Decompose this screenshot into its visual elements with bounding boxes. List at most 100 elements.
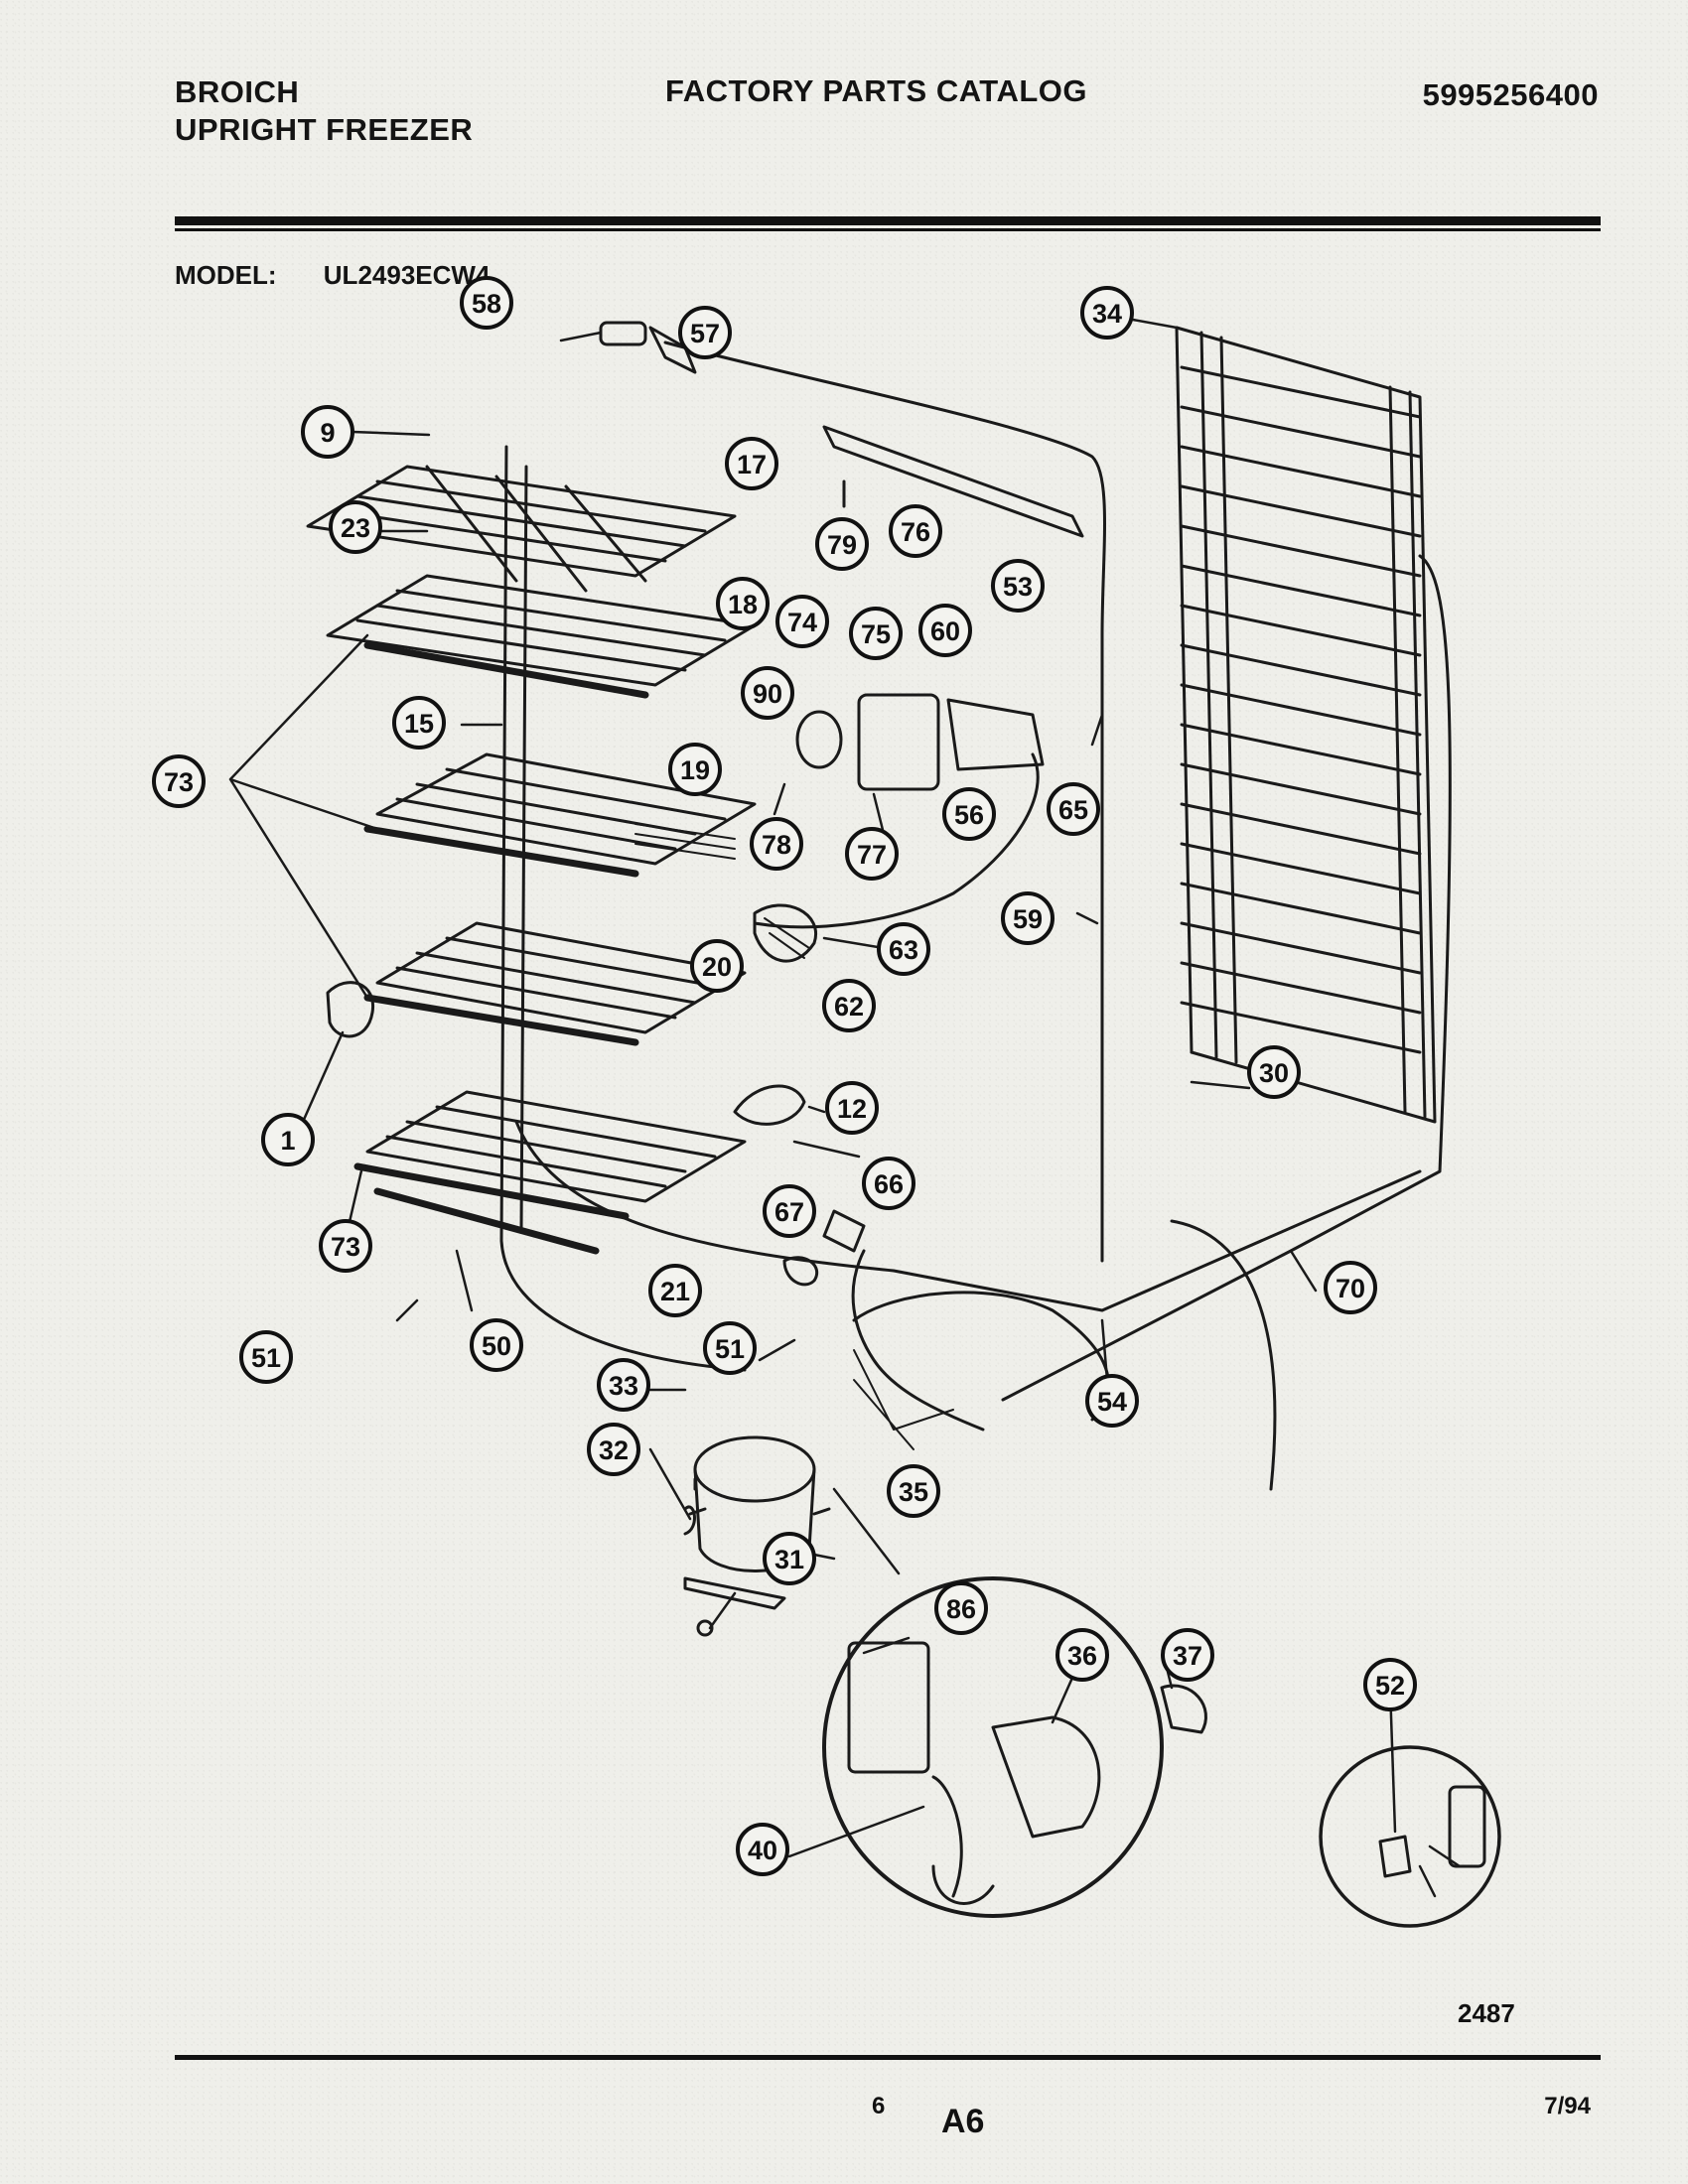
bracket-66 [822,1209,866,1253]
heater-62 [753,903,818,963]
figure-number: 2487 [1458,1998,1515,2028]
catalog-number: 5995256400 [1422,77,1599,112]
callout-67: 67 [763,1184,816,1238]
callout-circle [261,1113,315,1166]
callout-circle [1324,1261,1377,1314]
callout-51: 51 [239,1330,293,1384]
callout-9: 9 [301,405,354,459]
callout-number: 30 [1259,1058,1289,1088]
callout-65: 65 [1047,782,1100,836]
callout-circle [736,1823,789,1876]
tube-15 [499,445,747,1372]
callout-76: 76 [889,504,942,558]
callout-number: 1 [280,1126,295,1156]
callout-circle [703,1321,757,1375]
brand-name: BROICH [175,74,300,109]
callout-circle [1080,286,1134,340]
callout-number: 9 [320,418,335,448]
callout-number: 17 [737,450,767,479]
callout-57: 57 [678,306,732,359]
callout-circle [877,922,930,976]
callout-18: 18 [716,577,770,630]
callout-63: 63 [877,922,930,976]
callout-50: 50 [470,1318,523,1372]
callout-circle [597,1358,650,1412]
relay-36 [991,1715,1101,1839]
callout-32: 32 [587,1423,640,1476]
callout-1: 1 [261,1113,315,1166]
callout-58: 58 [460,276,513,330]
callout-number: 18 [728,590,758,619]
callout-number: 75 [861,619,891,649]
callout-20: 20 [690,939,744,993]
callout-number: 21 [660,1277,690,1306]
fan-motor-75 [857,693,940,791]
tube-15b [519,465,528,1233]
callout-73: 73 [152,754,206,808]
callout-86: 86 [934,1581,988,1635]
callout-number: 73 [331,1232,360,1262]
catalog-title: FACTORY PARTS CATALOG [665,73,1087,108]
callout-36: 36 [1055,1628,1109,1682]
shelf-coil-20 [363,921,747,1046]
callout-21: 21 [648,1264,702,1317]
callout-number: 32 [599,1435,629,1465]
product-name: UPRIGHT FREEZER [175,112,474,147]
callout-circle [822,979,876,1032]
callout-19: 19 [668,743,722,796]
callout-circle [725,437,778,490]
callout-circle [392,696,446,750]
callout-59: 59 [1001,891,1055,945]
callout-circle [1047,782,1100,836]
callout-number: 65 [1058,795,1088,825]
callout-circle [741,666,794,720]
clamp-40 [931,1775,995,1905]
callout-number: 19 [680,755,710,785]
callout-number: 20 [702,952,732,982]
callout-circle [152,754,206,808]
callout-number: 36 [1067,1641,1097,1671]
callout-circle [889,504,942,558]
thermostat-bracket-53 [946,698,1045,771]
callout-number: 52 [1375,1671,1405,1701]
shelf-coil-21 [353,1090,747,1255]
callout-74: 74 [775,595,829,648]
callout-circle [716,577,770,630]
callout-number: 12 [837,1094,867,1124]
callout-number: 70 [1336,1274,1365,1303]
callout-circle [849,607,903,660]
wire-65 [753,752,1040,929]
fan-blade-74 [795,710,843,769]
callout-number: 73 [164,767,194,797]
callout-52: 52 [1363,1658,1417,1711]
model-line: MODEL: UL2493ECW4 [175,260,490,291]
callout-66: 66 [862,1157,915,1210]
callout-circle [460,276,513,330]
callout-circle [815,517,869,571]
callout-circle [668,743,722,796]
clamp-67 [782,1256,819,1287]
callout-number: 40 [748,1836,777,1865]
header-product-block: BROICH UPRIGHT FREEZER [175,73,473,149]
callout-number: 37 [1173,1641,1202,1671]
callout-circle [750,817,803,871]
base-31 [683,1576,786,1610]
callout-number: 86 [946,1594,976,1624]
callout-circle [648,1264,702,1317]
callout-75: 75 [849,607,903,660]
callout-79: 79 [815,517,869,571]
callout-number: 90 [753,679,782,709]
callout-circle [991,559,1045,613]
callout-circle [678,306,732,359]
callout-62: 62 [822,979,876,1032]
model-number: UL2493ECW4 [323,260,491,290]
catalog-date: 7/94 [1544,2093,1591,2119]
page-code: A6 [941,2103,985,2140]
callout-51: 51 [703,1321,757,1375]
callout-number: 63 [889,935,918,965]
callout-number: 53 [1003,572,1033,602]
footer-rule [175,2055,1601,2060]
detail-circle-outlet [1319,1745,1501,1928]
